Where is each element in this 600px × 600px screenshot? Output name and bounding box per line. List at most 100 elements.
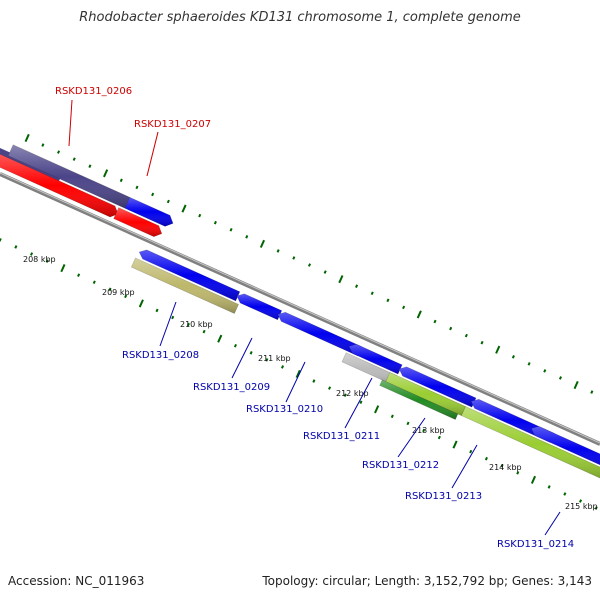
major-tick (338, 275, 344, 284)
gene-labels: RSKD131_0206 RSKD131_0207 RSKD131_0208 R… (55, 86, 574, 550)
scale-label: 210 kbp (180, 320, 213, 329)
gene-label-RSKD131_0206: RSKD131_0206 (55, 86, 132, 97)
leader-line (451, 444, 478, 489)
major-tick (452, 440, 458, 449)
minor-tick (77, 273, 81, 277)
minor-tick (166, 199, 170, 204)
minor-tick (527, 362, 531, 366)
scale-label: 208 kbp (23, 255, 56, 264)
leader-line (68, 99, 73, 147)
gene-feature-green-shading (379, 379, 458, 420)
minor-tick (464, 333, 468, 338)
gene-feature-gray-shading (342, 352, 398, 385)
major-tick (495, 345, 501, 354)
minor-tick (511, 355, 515, 359)
gene-label-RSKD131_0207: RSKD131_0207 (134, 119, 211, 130)
feature-layer (0, 144, 600, 479)
major-tick (217, 334, 223, 343)
major-tick (374, 405, 380, 414)
major-tick (138, 299, 144, 308)
gene-feature-cds-shading (277, 312, 362, 356)
scale-label: 215 kbp (565, 502, 598, 511)
minor-tick (579, 499, 583, 503)
gene-label-RSKD131_0210: RSKD131_0210 (246, 404, 323, 415)
minor-tick (171, 315, 175, 320)
minor-tick (151, 192, 155, 197)
minor-tick (433, 319, 437, 324)
minor-tick (500, 463, 504, 468)
minor-tick (276, 249, 280, 253)
gene-feature-cds-shading (348, 344, 403, 374)
scale-labels: 208 kbp 209 kbp 210 kbp 211 kbp 212 kbp … (23, 255, 598, 511)
inner-tick-row (0, 238, 598, 510)
scale-label: 211 kbp (258, 354, 291, 363)
gene-feature-lime-shading (385, 372, 466, 416)
leader-line (544, 511, 561, 536)
minor-tick (30, 252, 34, 256)
minor-tick (41, 143, 45, 147)
minor-tick (469, 449, 473, 454)
minor-tick (386, 298, 390, 303)
minor-tick (406, 421, 410, 426)
minor-tick (14, 245, 18, 249)
gene-feature-cds-shading (236, 293, 282, 320)
backbone-line (0, 172, 600, 446)
minor-tick (292, 256, 296, 260)
backbone (0, 172, 600, 446)
minor-tick (88, 164, 92, 168)
gene-feature-cds-shading (124, 197, 173, 227)
gene-label-RSKD131_0214: RSKD131_0214 (497, 539, 574, 550)
minor-tick (72, 157, 76, 161)
backbone-highlight (0, 172, 600, 444)
minor-tick (370, 291, 374, 296)
minor-tick (202, 329, 206, 334)
minor-tick (484, 456, 488, 461)
minor-tick (323, 270, 327, 274)
major-tick (416, 310, 422, 319)
scale-label: 213 kbp (412, 426, 445, 435)
minor-tick (155, 308, 159, 313)
minor-tick (233, 343, 237, 348)
minor-tick (402, 305, 406, 310)
gene-label-RSKD131_0209: RSKD131_0209 (193, 382, 270, 393)
leader-line (231, 337, 253, 379)
gene-feature-cds-shading (399, 366, 476, 408)
minor-tick (45, 259, 49, 263)
minor-tick (516, 471, 520, 475)
minor-tick (312, 379, 316, 383)
scale-label: 209 kbp (102, 288, 135, 297)
minor-tick (355, 284, 359, 288)
tick-marks-row2 (0, 238, 598, 510)
gene-label-RSKD131_0212: RSKD131_0212 (362, 460, 439, 471)
minor-tick (0, 238, 2, 242)
minor-tick (186, 322, 190, 327)
minor-tick (57, 150, 61, 154)
gene-feature-tan-shading (131, 257, 239, 314)
gene-feature-dark-shading (8, 144, 130, 209)
minor-tick (245, 235, 249, 239)
minor-tick (359, 400, 363, 404)
topology-text: Topology: circular; Length: 3,152,792 bp… (262, 574, 592, 588)
minor-tick (249, 351, 253, 355)
gene-feature-lime-shading (461, 406, 600, 478)
scale-label: 214 kbp (489, 463, 522, 472)
leader-line (344, 377, 373, 429)
major-tick (530, 475, 537, 484)
major-tick (103, 169, 109, 178)
minor-tick (265, 358, 269, 362)
outer-tick-row (24, 133, 594, 394)
minor-tick (108, 287, 112, 292)
minor-tick (92, 280, 96, 285)
minor-tick (547, 485, 551, 489)
minor-tick (543, 369, 547, 373)
major-tick (573, 380, 579, 390)
minor-tick (563, 492, 567, 496)
leader-line (397, 417, 426, 458)
major-tick (24, 133, 30, 143)
minor-tick (280, 365, 285, 369)
minor-tick (229, 227, 233, 232)
tick-marks-row1 (24, 133, 594, 394)
genome-title: Rhodobacter sphaeroides KD131 chromosome… (79, 10, 521, 25)
